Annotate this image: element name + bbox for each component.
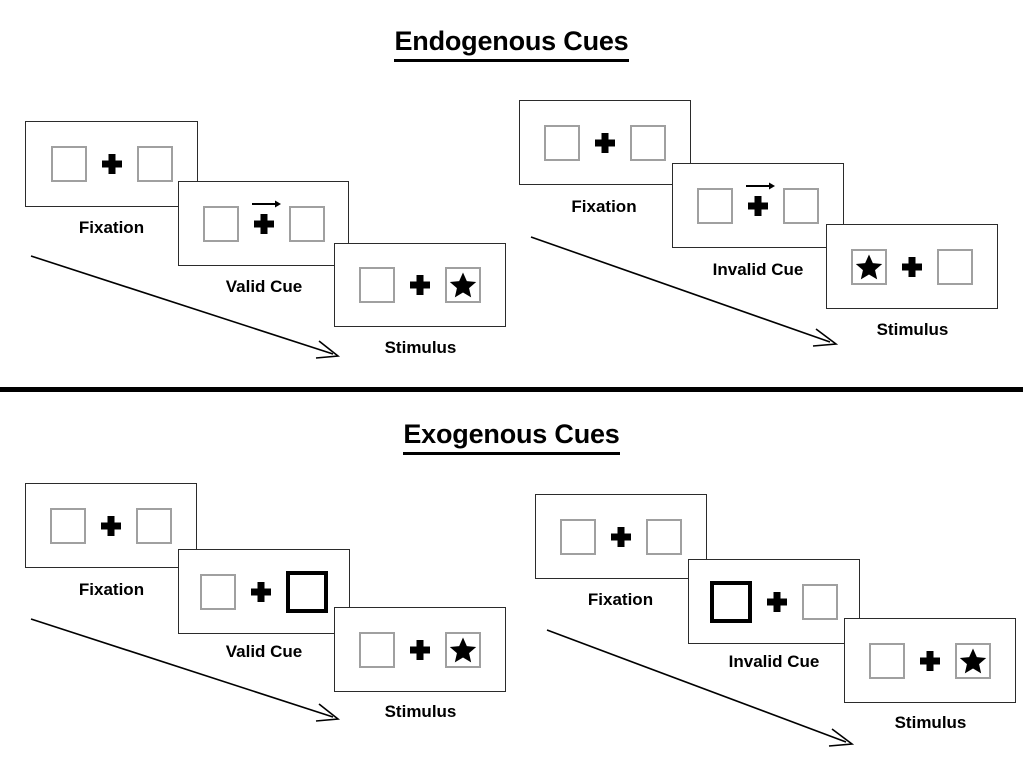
- placeholder-box-right: [937, 248, 973, 285]
- trial-frame-endogenous-valid-cue: [178, 181, 349, 266]
- trial-display-invalid-cue: [689, 560, 859, 643]
- section-title-exogenous-text: Exogenous Cues: [403, 419, 620, 455]
- trial-frame-exogenous-invalid-cue: [688, 559, 860, 644]
- placeholder-box-left: [560, 518, 596, 555]
- arrow-right-cue-icon: [251, 200, 281, 207]
- fixation-cross-icon: [919, 650, 941, 672]
- placeholder-box-left: [869, 642, 905, 679]
- section-title-exogenous: Exogenous Cues: [0, 419, 1023, 455]
- trial-frame-endogenous-valid-fixation: [25, 121, 198, 207]
- stage-label-exogenous-invalid-stimulus: Stimulus: [894, 713, 967, 732]
- target-box-right: [445, 631, 481, 668]
- placeholder-box-left: [359, 631, 395, 668]
- stage-label-exogenous-valid-stimulus: Stimulus: [384, 702, 457, 721]
- trial-frame-exogenous-invalid-stimulus: [844, 618, 1016, 703]
- section-divider: [0, 387, 1023, 392]
- fixation-cross-icon: [409, 639, 431, 661]
- trial-frame-exogenous-valid-stimulus: [334, 607, 506, 692]
- cue-highlight-box-left: [710, 580, 752, 623]
- arrow-right-cue-icon: [746, 182, 775, 189]
- trial-display-fixation: [26, 122, 197, 206]
- stage-label-endogenous-invalid-stimulus: Stimulus: [876, 320, 949, 339]
- stage-label-endogenous-valid-cue: Valid Cue: [225, 277, 303, 296]
- placeholder-box-right: [630, 124, 666, 161]
- fixation-cross-icon: [610, 526, 632, 548]
- trial-display-fixation: [536, 495, 706, 578]
- trial-frame-endogenous-valid-stimulus: [334, 243, 506, 327]
- target-box-left: [851, 248, 887, 285]
- stage-label-endogenous-valid-stimulus: Stimulus: [384, 338, 457, 357]
- progression-arrow-endogenous-invalid: [530, 236, 839, 347]
- star-target-icon: [959, 648, 987, 673]
- fixation-cross-icon: [251, 200, 281, 235]
- fixation-cross-icon: [250, 581, 272, 603]
- fixation-cross-icon: [100, 515, 122, 537]
- progression-arrow-exogenous-invalid: [546, 629, 855, 747]
- target-box-right: [955, 642, 991, 679]
- trial-display-fixation: [26, 484, 196, 567]
- star-target-icon: [449, 637, 477, 662]
- trial-frame-exogenous-invalid-fixation: [535, 494, 707, 579]
- placeholder-box-left: [202, 205, 239, 242]
- placeholder-box-right: [646, 518, 682, 555]
- stage-label-exogenous-invalid-cue: Invalid Cue: [728, 652, 820, 671]
- target-box-right: [445, 267, 481, 303]
- trial-display-stimulus: [335, 608, 505, 691]
- stage-label-endogenous-valid-fixation: Fixation: [78, 218, 145, 237]
- trial-display-valid-cue: [179, 182, 348, 265]
- trial-display-valid-cue: [179, 550, 349, 633]
- trial-display-stimulus: [827, 225, 997, 308]
- fixation-cross-icon: [746, 182, 775, 217]
- placeholder-box-left: [200, 573, 236, 610]
- trial-frame-exogenous-valid-cue: [178, 549, 350, 634]
- placeholder-box-right: [783, 187, 819, 224]
- fixation-cross-icon: [901, 256, 923, 278]
- fixation-cross-icon: [594, 132, 616, 154]
- stage-label-exogenous-invalid-fixation: Fixation: [587, 590, 654, 609]
- star-target-icon: [855, 254, 883, 279]
- fixation-cross-icon: [766, 591, 788, 613]
- placeholder-box-left: [544, 124, 580, 161]
- progression-arrow-endogenous-valid: [30, 255, 341, 359]
- placeholder-box-left: [697, 187, 733, 224]
- trial-frame-endogenous-invalid-cue: [672, 163, 844, 248]
- fixation-cross-icon: [409, 274, 431, 296]
- stage-label-endogenous-invalid-fixation: Fixation: [571, 197, 637, 216]
- trial-display-stimulus: [335, 244, 505, 326]
- stage-label-exogenous-valid-fixation: Fixation: [78, 580, 145, 599]
- placeholder-box-right: [288, 205, 325, 242]
- trial-display-fixation: [520, 101, 690, 184]
- trial-frame-exogenous-valid-fixation: [25, 483, 197, 568]
- trial-frame-endogenous-invalid-fixation: [519, 100, 691, 185]
- fixation-cross-icon: [101, 153, 123, 175]
- cue-highlight-box-right: [286, 570, 328, 613]
- placeholder-box-left: [359, 267, 395, 303]
- placeholder-box-right: [136, 146, 173, 182]
- placeholder-box-left: [50, 507, 86, 544]
- placeholder-box-right: [802, 583, 838, 620]
- stage-label-endogenous-invalid-cue: Invalid Cue: [712, 260, 804, 279]
- trial-display-invalid-cue: [673, 164, 843, 247]
- trial-display-stimulus: [845, 619, 1015, 702]
- trial-frame-endogenous-invalid-stimulus: [826, 224, 998, 309]
- placeholder-box-right: [136, 507, 172, 544]
- star-target-icon: [449, 272, 477, 298]
- stage-label-exogenous-valid-cue: Valid Cue: [225, 642, 303, 661]
- section-title-endogenous: Endogenous Cues: [0, 26, 1023, 62]
- section-title-endogenous-text: Endogenous Cues: [394, 26, 629, 62]
- placeholder-box-left: [50, 146, 87, 182]
